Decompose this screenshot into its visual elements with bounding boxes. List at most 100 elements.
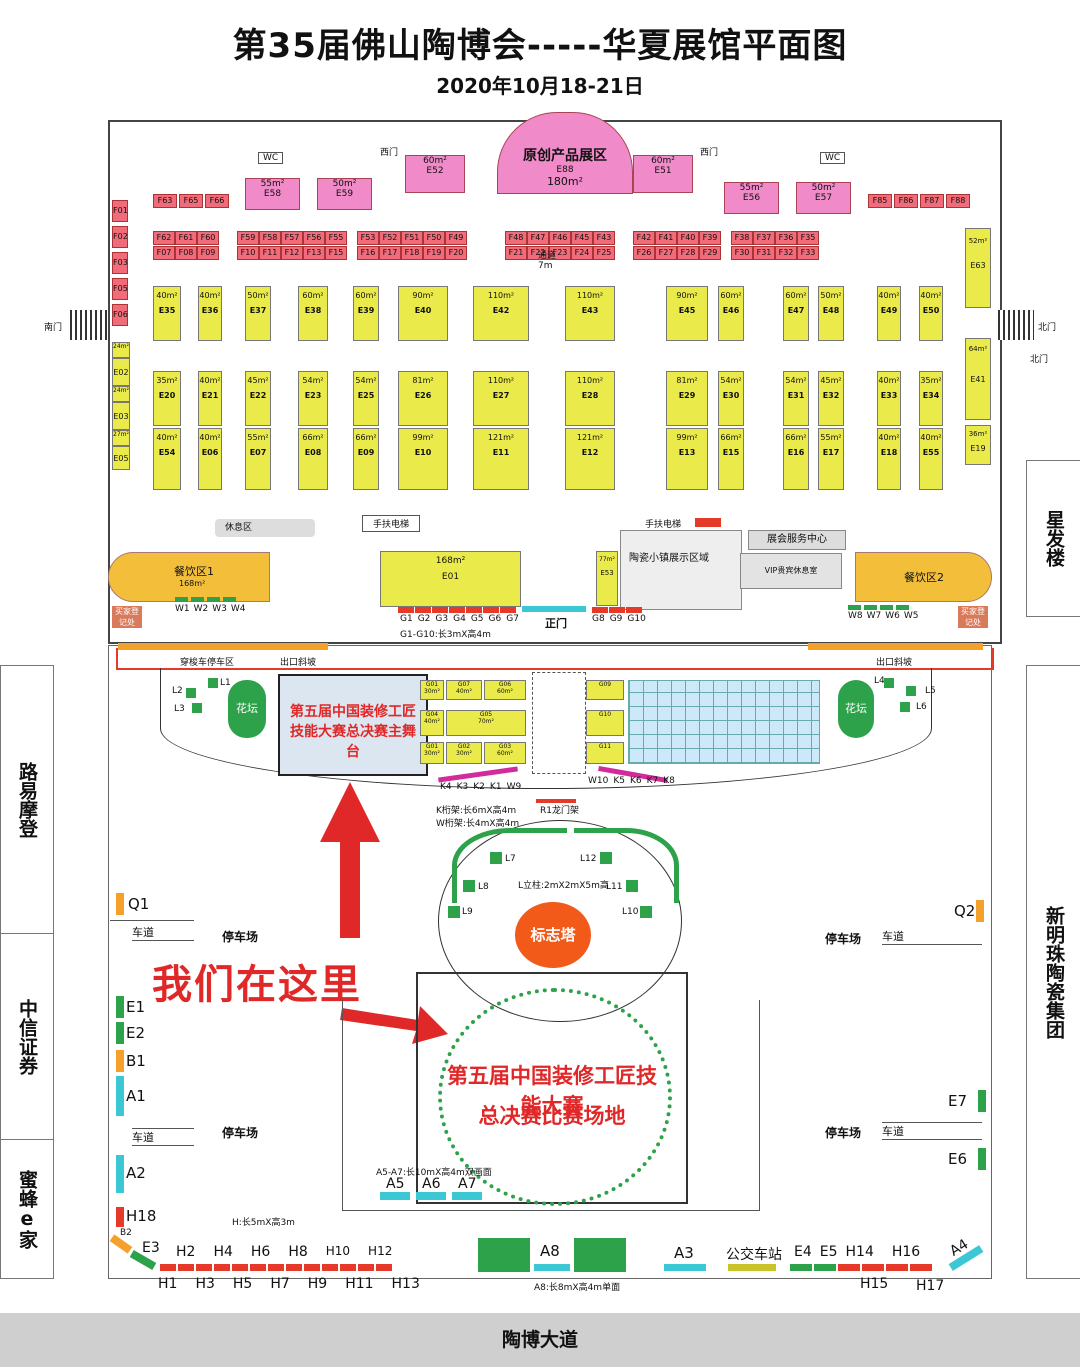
booth-f32[interactable]: F32 <box>775 246 797 260</box>
booth-west-small-3[interactable]: 27m² <box>112 430 130 446</box>
booth-f45[interactable]: F45 <box>571 231 593 245</box>
booth-f25[interactable]: F25 <box>593 246 615 260</box>
escalator-1[interactable]: 手扶电梯 <box>362 515 421 532</box>
main-stage[interactable]: 第五届中国装修工匠技能大赛总决赛主舞台 <box>278 674 428 776</box>
booth-f65[interactable]: F65 <box>179 194 203 208</box>
booth-f47[interactable]: F47 <box>527 231 549 245</box>
booth-f17[interactable]: F17 <box>379 246 401 260</box>
booth-f18[interactable]: F18 <box>401 246 423 260</box>
landmark-tower[interactable]: 标志塔 <box>515 902 591 968</box>
booth-f11[interactable]: F11 <box>259 246 281 260</box>
main-gate-label[interactable]: 正门 <box>545 617 567 630</box>
booth-f21[interactable]: F21 <box>505 246 527 260</box>
booth-f41[interactable]: F41 <box>655 231 677 245</box>
booth-f33[interactable]: F33 <box>797 246 819 260</box>
booth-f09[interactable]: F09 <box>197 246 219 260</box>
booth-f63[interactable]: F63 <box>153 194 177 208</box>
booth-f03[interactable]: F03 <box>112 252 128 274</box>
booth-west-small-1[interactable]: 24m² <box>112 342 130 358</box>
dining-area-2[interactable]: 餐饮区2 <box>855 552 992 602</box>
booth-f08[interactable]: F08 <box>175 246 197 260</box>
g11-booth[interactable]: G11 <box>586 742 624 764</box>
booth-f40[interactable]: F40 <box>677 231 699 245</box>
booth-e53[interactable]: 77m² E53 <box>596 551 618 606</box>
booth-e41[interactable]: 64m² E41 <box>965 338 991 420</box>
buyer-registration-left[interactable]: 买家登记处 <box>112 606 142 628</box>
booth-f30[interactable]: F30 <box>731 246 753 260</box>
booth-f87[interactable]: F87 <box>920 194 944 208</box>
booth-f88[interactable]: F88 <box>946 194 970 208</box>
competition-venue-circle[interactable] <box>438 988 672 1206</box>
booth-f56[interactable]: F56 <box>303 231 325 245</box>
booth-f60[interactable]: F60 <box>197 231 219 245</box>
booth-f55[interactable]: F55 <box>325 231 347 245</box>
booth-f23[interactable]: F23 <box>549 246 571 260</box>
booth-f85[interactable]: F85 <box>868 194 892 208</box>
booth-f49[interactable]: F49 <box>445 231 467 245</box>
booth-f06[interactable]: F06 <box>112 304 128 326</box>
g10-booth[interactable]: G10 <box>586 710 624 736</box>
booth-f58[interactable]: F58 <box>259 231 281 245</box>
dining-area-1[interactable]: 餐饮区1 168m² <box>108 552 270 602</box>
booth-e03[interactable]: E03 <box>112 402 130 430</box>
blue-booth-grid[interactable] <box>628 680 820 764</box>
booth-e19[interactable]: 36m² E19 <box>965 425 991 465</box>
booth-f66[interactable]: F66 <box>205 194 229 208</box>
booth-f38[interactable]: F38 <box>731 231 753 245</box>
booth-f37[interactable]: F37 <box>753 231 775 245</box>
booth-e58[interactable]: 55m² E58 <box>245 178 300 210</box>
booth-e56[interactable]: 55m² E56 <box>724 182 779 214</box>
booth-f57[interactable]: F57 <box>281 231 303 245</box>
booth-f15[interactable]: F15 <box>325 246 347 260</box>
booth-e01[interactable]: 168m² E01 <box>380 551 521 607</box>
booth-f86[interactable]: F86 <box>894 194 918 208</box>
g09-booth[interactable]: G09 <box>586 680 624 700</box>
booth-f27[interactable]: F27 <box>655 246 677 260</box>
booth-e52[interactable]: 60m² E52 <box>405 155 465 193</box>
booth-f07[interactable]: F07 <box>153 246 175 260</box>
booth-f52[interactable]: F52 <box>379 231 401 245</box>
booth-e59[interactable]: 50m² E59 <box>317 178 372 210</box>
ceramic-town-zone[interactable]: 陶瓷小镇展示区域 <box>620 530 742 610</box>
booth-e63[interactable]: 52m² E63 <box>965 228 991 308</box>
booth-f20[interactable]: F20 <box>445 246 467 260</box>
booth-f42[interactable]: F42 <box>633 231 655 245</box>
escalator-2[interactable]: 手扶电梯 <box>645 520 682 530</box>
booth-f19[interactable]: F19 <box>423 246 445 260</box>
